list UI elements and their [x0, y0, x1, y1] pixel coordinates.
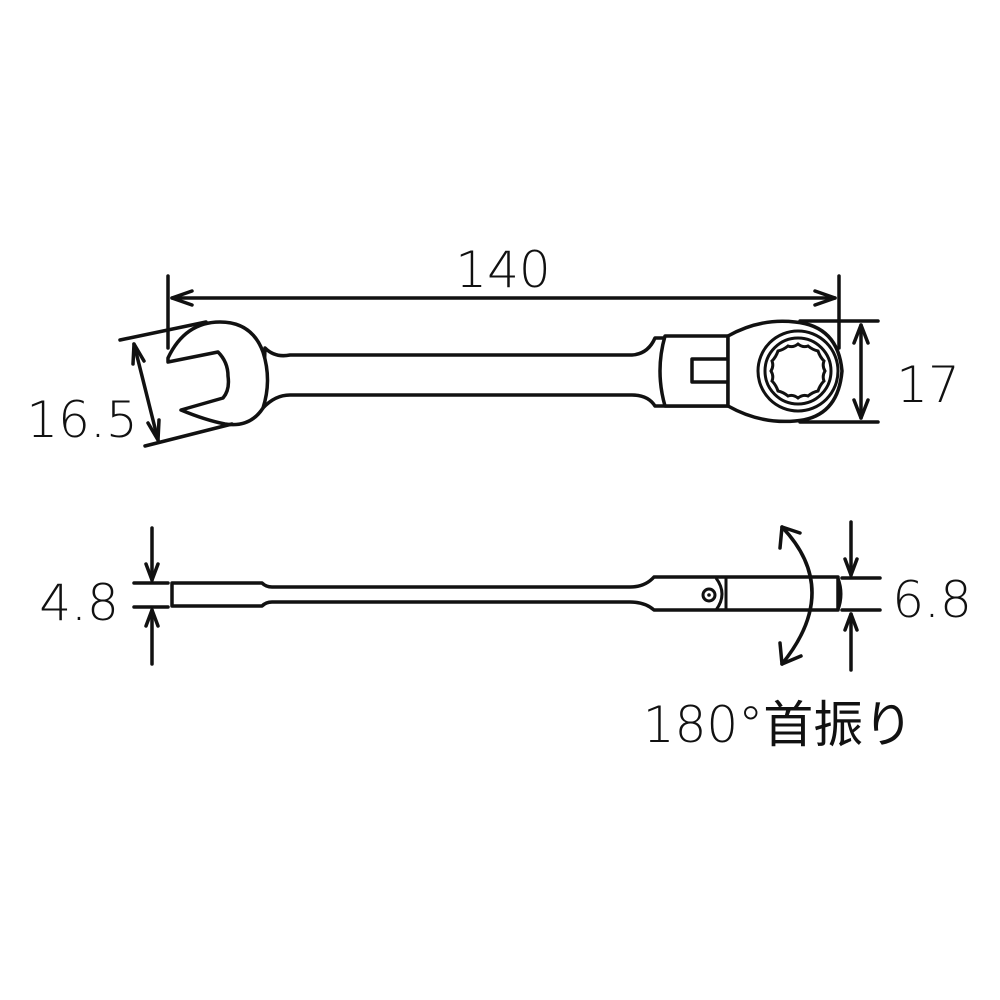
arrow-down-icon	[146, 418, 161, 442]
pivot-pin-center	[707, 593, 711, 597]
length-label: 140	[455, 241, 550, 299]
arrow-down-icon	[843, 557, 859, 577]
side-view: 4.8 6.8 180°首振り	[39, 520, 972, 754]
wrench-top-body	[166, 319, 844, 427]
open-end-thickness-dimension: 4.8	[39, 526, 170, 666]
ring-end-thickness-dimension: 6.8	[840, 520, 972, 672]
ring-end-dimension: 17	[798, 319, 960, 424]
length-dimension: 140	[166, 241, 841, 350]
arrow-left-icon	[170, 289, 194, 307]
arrow-up-icon	[144, 608, 160, 628]
arrow-down-icon	[778, 641, 803, 666]
swivel-label: 180°首振り	[643, 696, 913, 754]
arrow-up-icon	[843, 612, 859, 632]
ring-end-thickness-label: 6.8	[892, 571, 972, 629]
open-end-width-label: 16.5	[26, 391, 137, 449]
open-end-thickness-label: 4.8	[39, 574, 119, 632]
open-end-dimension: 16.5	[26, 320, 234, 449]
wrench-side-body	[170, 575, 843, 612]
swivel-arc: 180°首振り	[643, 525, 913, 754]
flex-hinge	[658, 334, 730, 408]
ring-inner	[763, 336, 833, 406]
side-shaft	[170, 575, 840, 612]
arrow-down-icon	[144, 562, 160, 582]
ring-end-width-label: 17	[896, 356, 960, 414]
ring-outer	[756, 329, 840, 413]
twelve-point-socket	[769, 342, 827, 400]
arrow-up-icon	[131, 342, 146, 366]
arrow-down-icon	[852, 398, 870, 420]
arrow-up-icon	[852, 323, 870, 345]
top-view: 140 16.5	[26, 241, 959, 449]
open-end-head	[166, 320, 270, 427]
arrow-up-icon	[778, 525, 802, 550]
pivot-pin	[701, 587, 717, 603]
arrow-right-icon	[813, 289, 837, 307]
ring-head	[726, 319, 844, 424]
